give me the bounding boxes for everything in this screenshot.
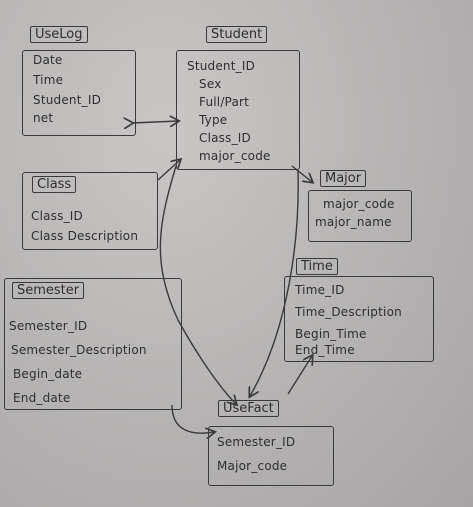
- link-uselog-student: [132, 121, 178, 123]
- major-title: Major: [320, 170, 367, 187]
- major-attr: major_name: [315, 215, 392, 229]
- class-entity: Class_ID Class Description: [22, 172, 158, 250]
- time-attr: Time_Description: [295, 305, 402, 319]
- semester-attr: Begin_date: [13, 367, 83, 381]
- semester-attr: Semester_ID: [9, 319, 88, 333]
- class-attr: Class Description: [31, 229, 139, 243]
- student-attr: Class_ID: [199, 131, 251, 145]
- student-attr: Type: [199, 113, 228, 127]
- usefact-title: UseFact: [218, 400, 279, 417]
- uselog-attr: Date: [33, 53, 63, 67]
- major-entity: major_code major_name: [308, 190, 412, 242]
- uselog-attr: net: [33, 111, 54, 125]
- student-attr: Sex: [199, 77, 222, 91]
- link-time-usefact: [287, 356, 312, 395]
- semester-attr: Semester_Description: [11, 343, 147, 357]
- link-student-usefact: [159, 165, 236, 404]
- semester-attr: End_date: [13, 391, 71, 405]
- uselog-attr: Time: [33, 73, 64, 87]
- link-student-major: [291, 165, 312, 182]
- usefact-attr: Semester_ID: [217, 435, 296, 449]
- student-entity: Student_ID Sex Full/Part Type Class_ID m…: [176, 50, 300, 170]
- student-attr: Full/Part: [199, 95, 250, 109]
- usefact-entity: Semester_ID Major_code: [208, 426, 334, 486]
- uselog-title: UseLog: [30, 26, 88, 43]
- link-semester-usefact: [171, 404, 214, 433]
- time-attr: Time_ID: [295, 283, 345, 297]
- student-title: Student: [206, 26, 268, 43]
- class-attr: Class_ID: [31, 209, 83, 223]
- uselog-attr: Student_ID: [33, 93, 102, 107]
- time-attr: Begin_Time: [295, 327, 367, 341]
- student-attr: Student_ID: [187, 59, 256, 73]
- semester-entity: Semester_ID Semester_Description Begin_d…: [4, 278, 182, 410]
- usefact-attr: Major_code: [217, 459, 288, 473]
- link-student-usefact-2: [250, 169, 299, 396]
- time-title: Time: [296, 258, 338, 275]
- time-attr: End_Time: [295, 343, 355, 357]
- semester-title: Semester: [12, 282, 85, 299]
- time-entity: Time_ID Time_Description Begin_Time End_…: [284, 276, 434, 362]
- student-attr: major_code: [199, 149, 271, 163]
- major-attr: major_code: [323, 197, 395, 211]
- class-title: Class: [32, 176, 77, 193]
- uselog-entity: Date Time Student_ID net: [22, 50, 136, 136]
